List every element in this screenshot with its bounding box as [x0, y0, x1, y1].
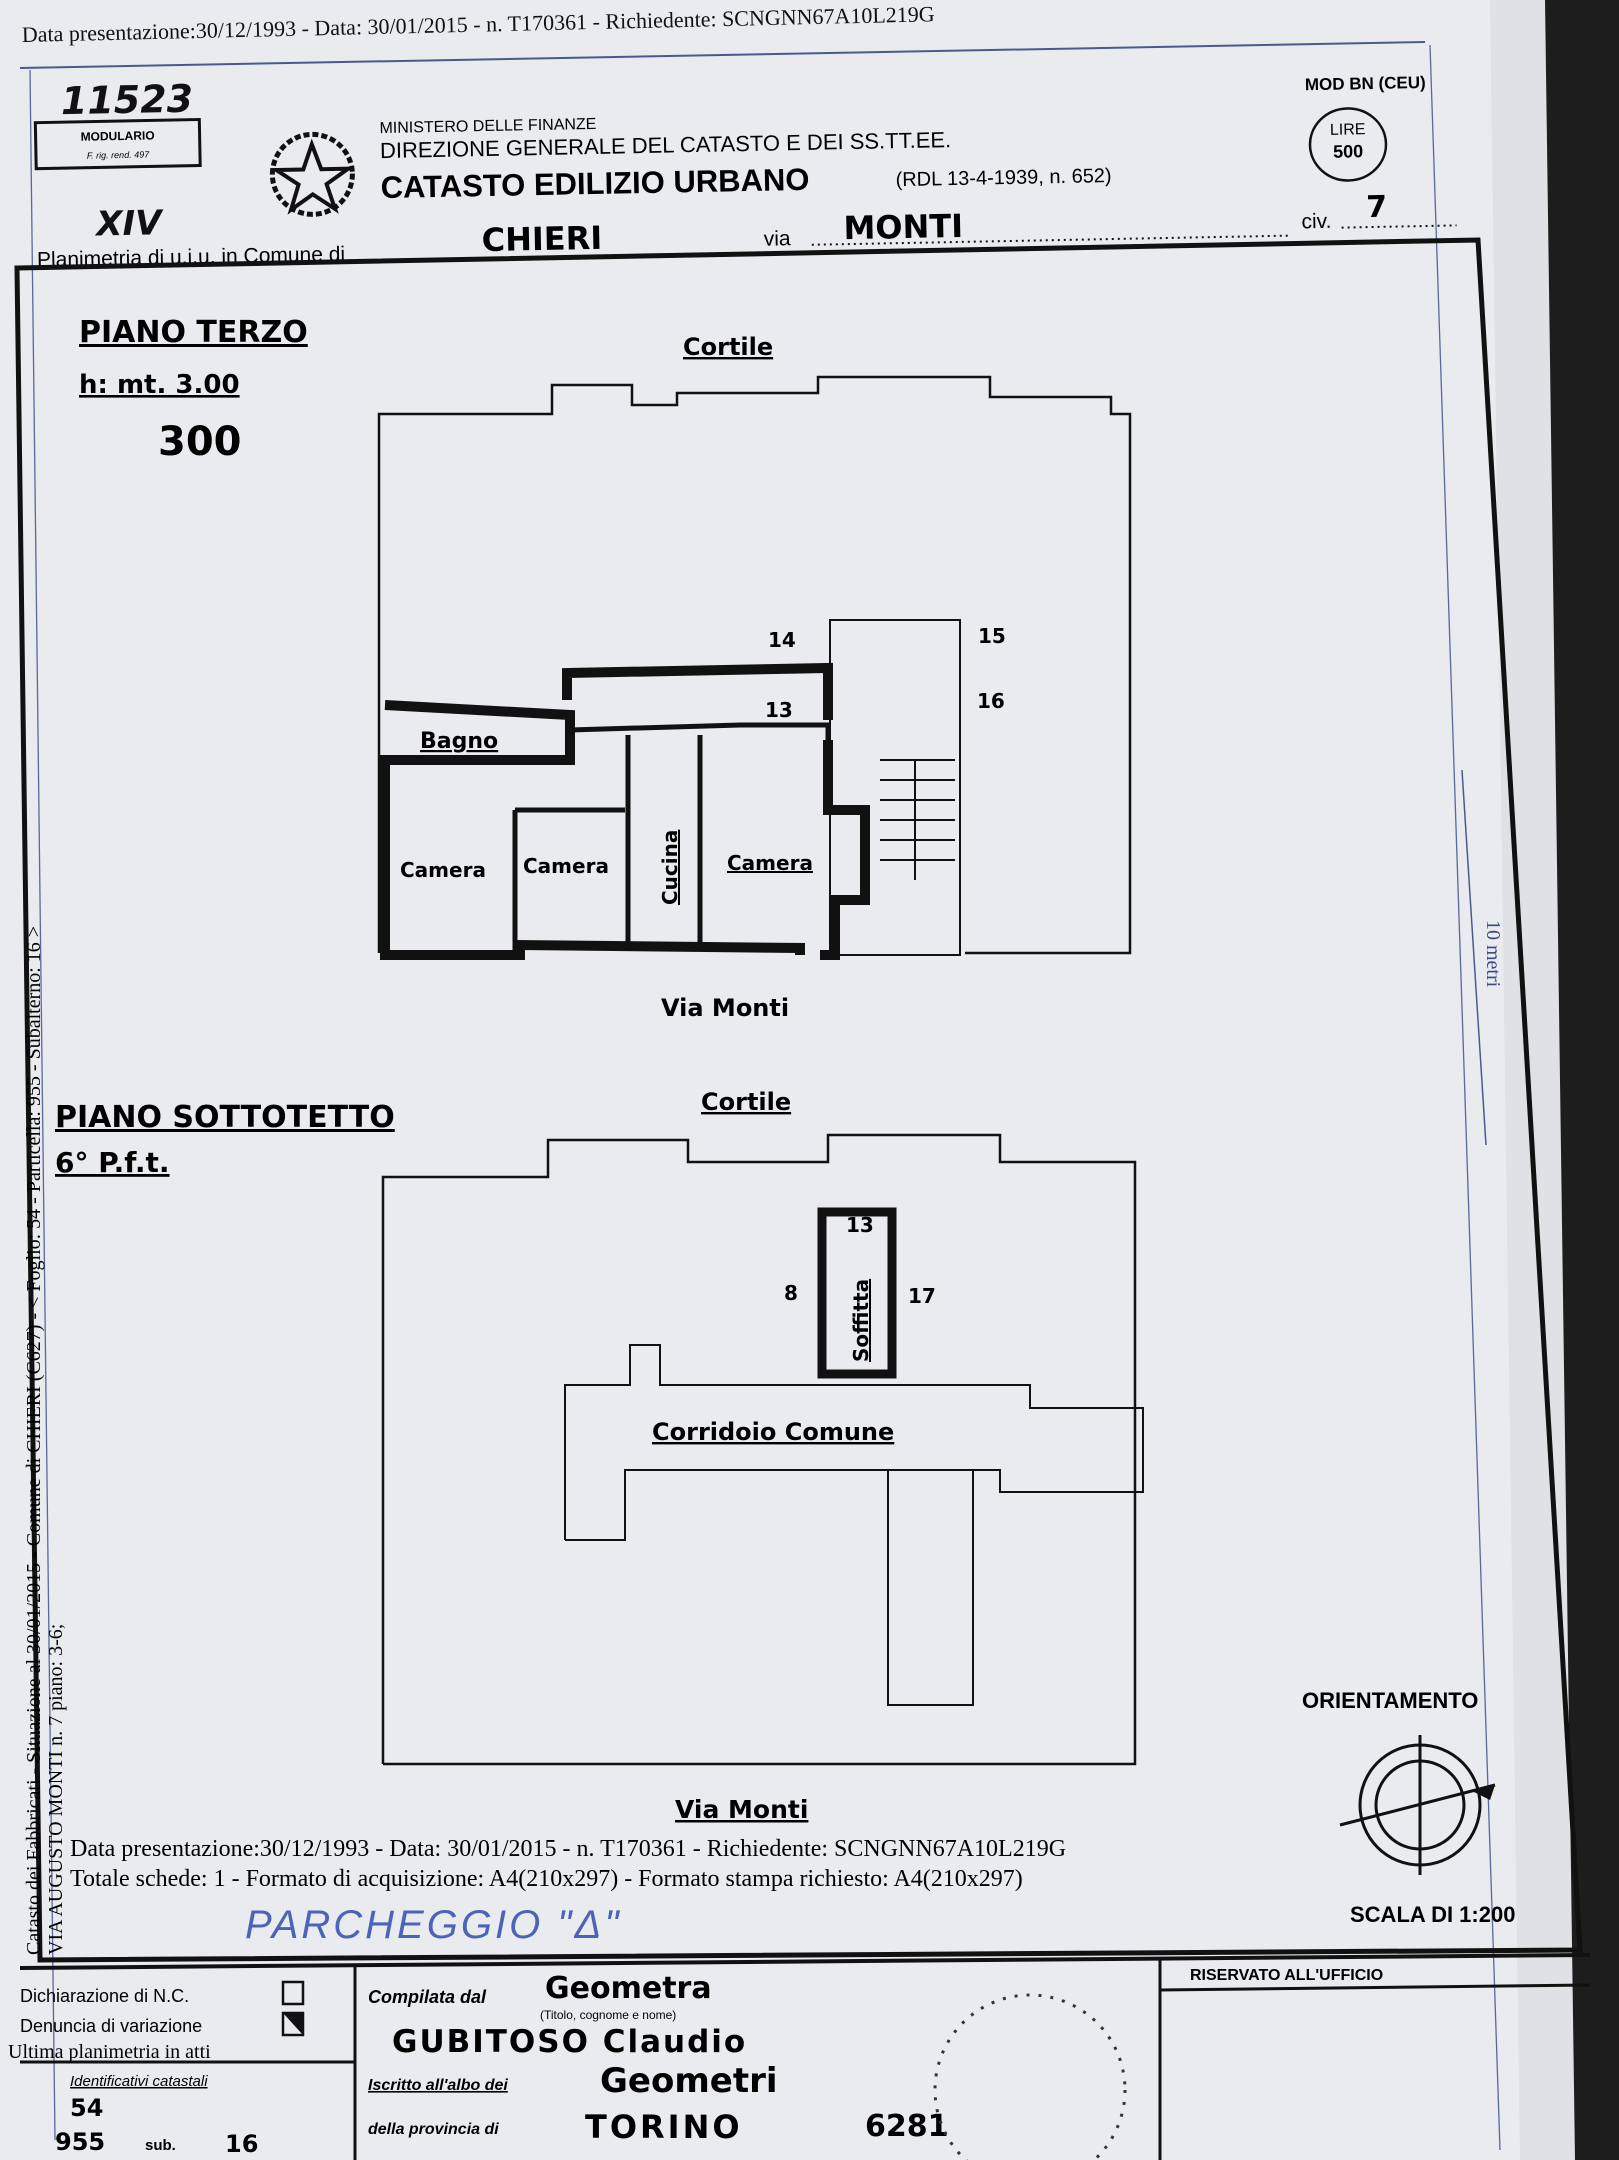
via-label: via: [763, 227, 791, 251]
numero-value: 6281: [865, 2109, 949, 2144]
print-border-top: [19, 41, 1426, 69]
lire-value: 500: [1333, 141, 1363, 162]
mod-label: MOD BN (CEU): [1305, 73, 1426, 94]
sub-label: sub.: [145, 2137, 176, 2154]
civ-value: 7: [1366, 190, 1388, 225]
street-label-2: Via Monti: [675, 1795, 808, 1824]
piano-sottotetto-subtitle: 6° P.f.t.: [55, 1146, 170, 1179]
foglio-value: 54: [70, 2094, 103, 2122]
boundary-15: 15: [978, 624, 1006, 648]
scala-label: SCALA DI 1:200: [1350, 1902, 1515, 1927]
soffitta-walls: [817, 1207, 897, 1379]
piano-terzo-height: h: mt. 3.00: [79, 370, 240, 400]
side-stamp-line1: Catasto dei Fabbricati - Situazione al 3…: [23, 926, 45, 1955]
cortile-label-2: Cortile: [701, 1088, 791, 1116]
building-outline-2: [381, 1133, 1137, 1766]
scale-bar-label: 10 metri: [1482, 920, 1504, 988]
modulario-title: MODULARIO: [80, 128, 154, 143]
piano-sottotetto-title: PIANO SOTTOTETTO: [55, 1100, 395, 1135]
side-stamp-line2: VIA AUGUSTO MONTI n. 7 piano: 3-6;: [45, 1624, 67, 1955]
denuncia-label: Denuncia di variazione: [20, 2016, 202, 2036]
corridoio-comune-area: [564, 1344, 1144, 1541]
modulario-subtitle: F. rig. rend. 497: [87, 149, 151, 160]
room-camera-3: Camera: [727, 851, 813, 875]
handwritten-mark: XIV: [94, 203, 165, 244]
piano-terzo-number: 300: [158, 419, 242, 465]
room-cucina: Cucina: [658, 830, 682, 905]
stairwell: [829, 619, 961, 956]
provincia-label: della provincia di: [368, 2121, 499, 2138]
provincia-value: TORINO: [585, 2108, 743, 2146]
cortile-label: Cortile: [683, 333, 773, 361]
scale-bar: [1461, 769, 1487, 1146]
dichiarazione-checkbox: [281, 1980, 305, 2006]
compass-north-arrow-icon: [1339, 1735, 1496, 1875]
paper-edge: [1490, 0, 1575, 2160]
piano-terzo: PIANO TERZO h: mt. 3.00 300 Cortile Bagn…: [79, 315, 1132, 1022]
ultima-planimetria: Ultima planimetria in atti: [8, 2041, 211, 2063]
room-camera-1: Camera: [400, 858, 486, 882]
boundary-16: 16: [977, 689, 1005, 713]
handwritten-number: 11523: [61, 77, 194, 124]
identificativi-label: Identificativi catastali: [70, 2073, 208, 2090]
lire-label: LIRE: [1330, 121, 1366, 139]
unit-wall-north: [562, 662, 833, 720]
riservato-label: RISERVATO ALL'UFFICIO: [1190, 1967, 1383, 1984]
via-value: MONTI: [843, 207, 963, 247]
room-soffitta: Soffitta: [849, 1279, 873, 1362]
compilata-value: Geometra: [545, 1971, 712, 2006]
titolo-hint: (Titolo, cognome e nome): [540, 2008, 676, 2022]
room-camera-2: Camera: [523, 854, 609, 878]
stairwell-2: [887, 1469, 974, 1706]
boundary-8: 8: [784, 1281, 798, 1305]
boundary-13: 13: [765, 698, 793, 722]
footer-stamp-line1: Data presentazione:30/12/1993 - Data: 30…: [70, 1836, 1066, 1862]
iscritto-label: Iscritto all'albo dei: [368, 2077, 508, 2094]
compilata-label: Compilata dal: [368, 1987, 487, 2007]
dichiarazione-label: Dichiarazione di N.C.: [20, 1986, 189, 2006]
sub-value: 16: [225, 2130, 258, 2158]
side-stamp: Catasto dei Fabbricati - Situazione al 3…: [23, 926, 67, 1955]
corridoio-comune-label: Corridoio Comune: [652, 1418, 894, 1446]
stairs: [880, 759, 955, 880]
boundary-14: 14: [768, 628, 796, 652]
print-border-left: [29, 69, 56, 2141]
piano-terzo-title: PIANO TERZO: [79, 315, 308, 350]
modulario-box: [33, 117, 202, 171]
catasto-ref: (RDL 13-4-1939, n. 652): [895, 165, 1111, 191]
boundary-17: 17: [908, 1284, 936, 1308]
lire-stamp: LIRE 500: [1308, 107, 1388, 182]
catasto-title: CATASTO EDILIZIO URBANO: [380, 162, 809, 205]
official-seal-stamp: [933, 1993, 1127, 2160]
civ-label: civ.: [1301, 210, 1331, 234]
republic-emblem-icon: [269, 131, 355, 217]
ministry-name: MINISTERO DELLE FINANZE: [379, 116, 596, 137]
particella-value: 955: [55, 2128, 105, 2156]
boundary-13-sottotetto: 13: [846, 1213, 874, 1237]
footer-stamp-line2: Totale schede: 1 - Formato di acquisizio…: [70, 1866, 1023, 1892]
street-label: Via Monti: [661, 994, 789, 1022]
main-frame: [14, 237, 1583, 1963]
building-outline: [377, 375, 1132, 955]
comune-value: CHIERI: [481, 219, 602, 259]
orientamento-label: ORIENTAMENTO: [1302, 1688, 1478, 1713]
parcheggio-note: PARCHEGGIO "Δ": [245, 1903, 622, 1947]
piano-sottotetto: PIANO SOTTOTETTO 6° P.f.t. Cortile Soffi…: [55, 1088, 1144, 1824]
footer-table: Dichiarazione di N.C. Denuncia di variaz…: [8, 1953, 1591, 2160]
room-bagno: Bagno: [420, 729, 498, 754]
albo-value: Geometri: [600, 2061, 778, 2101]
nome-value: GUBITOSO Claudio: [392, 2024, 747, 2060]
